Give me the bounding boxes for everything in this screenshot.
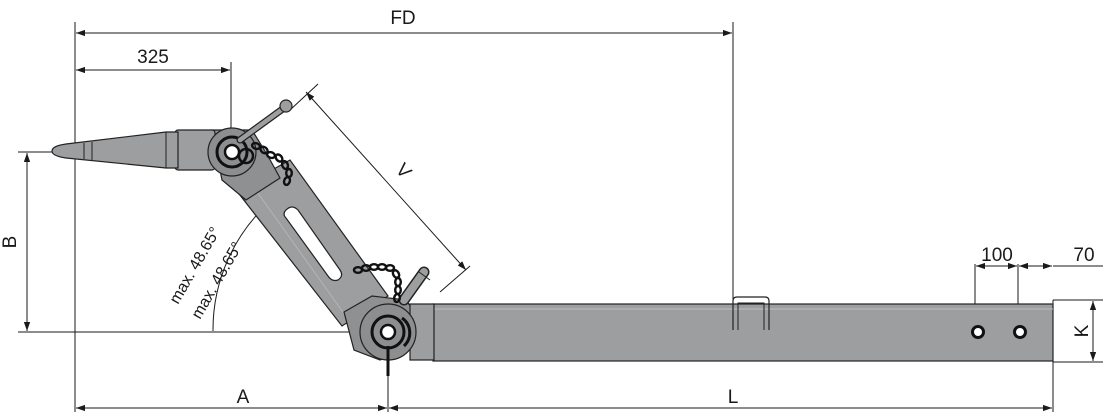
tow-nose (51, 131, 179, 169)
tube-slot (283, 206, 343, 282)
k-label: K (1072, 324, 1093, 337)
a-label: A (237, 387, 250, 408)
upper-chain (250, 141, 294, 187)
main-drawbar (432, 296, 1054, 362)
drawbar-hole (1013, 325, 1027, 339)
70-label: 70 (1073, 245, 1094, 266)
v-dimension-line (305, 91, 467, 271)
drawbar-hole (971, 325, 985, 339)
lower-chain (352, 263, 402, 304)
dimension-lines (23, 29, 1103, 412)
100-label: 100 (981, 245, 1013, 266)
b-label: B (0, 236, 21, 249)
v-label: V (391, 160, 415, 184)
325-label: 325 (137, 47, 169, 68)
l-label: L (728, 387, 739, 408)
upper-joint (174, 99, 293, 201)
lower-joint (343, 266, 435, 376)
fd-label: FD (390, 8, 415, 29)
